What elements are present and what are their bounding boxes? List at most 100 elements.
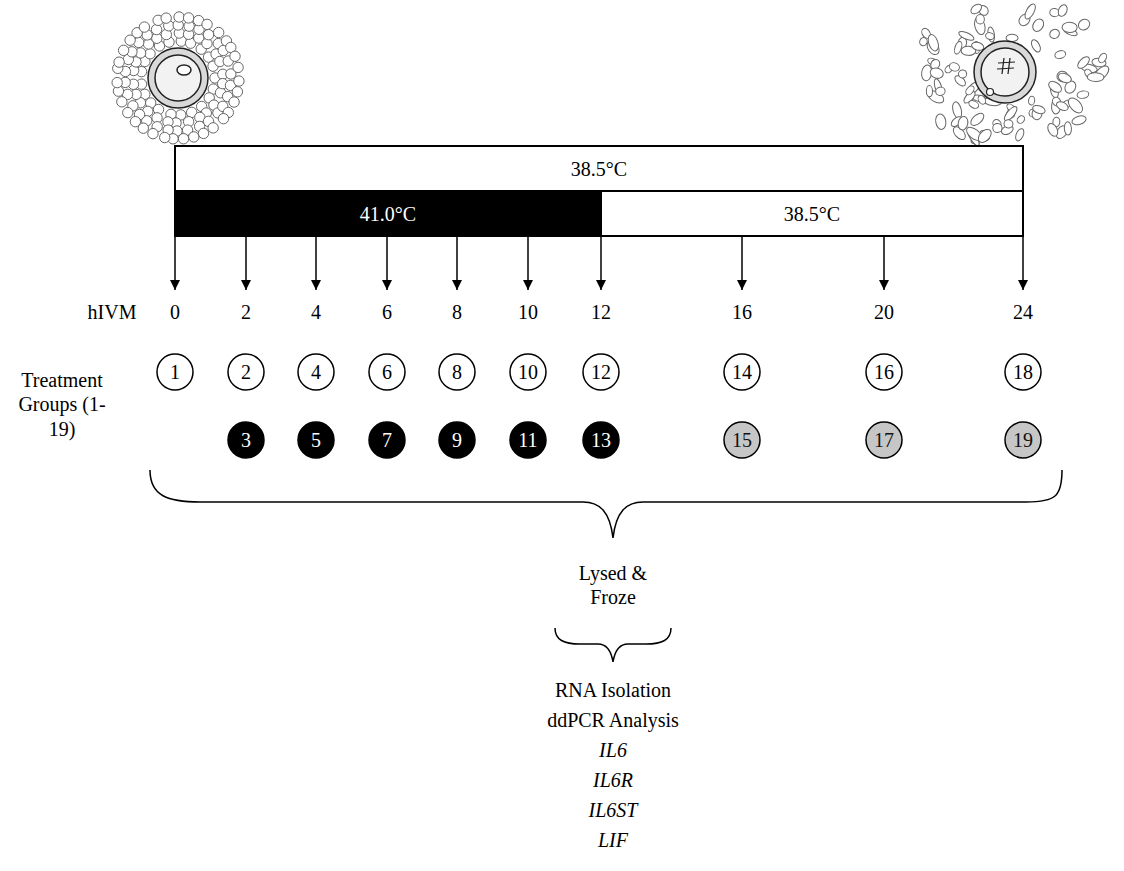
cumulus-cell bbox=[123, 107, 133, 117]
group-number: 2 bbox=[241, 360, 251, 384]
time-arrow bbox=[1022, 237, 1024, 290]
cumulus-cell bbox=[139, 22, 149, 32]
circle-shape bbox=[369, 422, 405, 458]
heat-stress-bar: 41.0°C bbox=[174, 190, 602, 237]
time-arrow bbox=[386, 237, 388, 290]
control-group-circle: 1 bbox=[156, 353, 194, 391]
cumulus-cell bbox=[976, 127, 994, 145]
group-number: 16 bbox=[874, 360, 894, 384]
heat-stress-group-circle: 3 bbox=[227, 421, 265, 459]
cumulus-cell bbox=[969, 111, 986, 128]
hour-label: 20 bbox=[874, 300, 894, 324]
time-arrow bbox=[883, 237, 885, 290]
zona-pellucida bbox=[148, 48, 208, 108]
control-group-circle: 2 bbox=[227, 353, 265, 391]
row-title: Treatment Groups (1-19) bbox=[14, 368, 110, 441]
gene-name: IL6 bbox=[599, 738, 627, 762]
cumulus-cell bbox=[230, 51, 240, 61]
time-arrow bbox=[456, 237, 458, 290]
circle-shape bbox=[510, 354, 546, 390]
group-number: 9 bbox=[452, 428, 462, 452]
cumulus-cell bbox=[130, 116, 140, 126]
group-number: 12 bbox=[591, 360, 611, 384]
cumulus-cell bbox=[1066, 95, 1086, 115]
cumulus-cell bbox=[1071, 114, 1087, 126]
cumulus-cell bbox=[968, 99, 980, 110]
circle-shape bbox=[724, 354, 760, 390]
group-number: 3 bbox=[241, 428, 251, 452]
gene-name: LIF bbox=[598, 828, 628, 852]
ooplasm bbox=[155, 55, 201, 101]
process-step: Lysed & Froze bbox=[568, 561, 658, 610]
cumulus-cell bbox=[929, 66, 945, 79]
compact-coc-illustration bbox=[112, 12, 244, 144]
cumulus-cell bbox=[234, 76, 244, 86]
cumulus-cell bbox=[1097, 52, 1108, 64]
group-number: 18 bbox=[1013, 360, 1033, 384]
cumulus-cell bbox=[1062, 22, 1077, 33]
cumulus-cell bbox=[935, 86, 946, 96]
cumulus-cell bbox=[1028, 96, 1035, 105]
circle-shape bbox=[439, 422, 475, 458]
circle-shape bbox=[439, 354, 475, 390]
heat-stress-group-circle: 7 bbox=[368, 421, 406, 459]
cumulus-cell bbox=[203, 29, 213, 39]
group-number: 1 bbox=[170, 360, 180, 384]
cumulus-cell bbox=[958, 69, 967, 78]
temperature-label: 38.5°C bbox=[176, 157, 1022, 181]
time-arrow bbox=[741, 237, 743, 290]
cumulus-cell bbox=[1057, 3, 1069, 17]
cumulus-cell bbox=[189, 132, 199, 142]
cumulus-cell bbox=[213, 27, 223, 37]
time-arrow bbox=[315, 237, 317, 290]
cumulus-cell bbox=[161, 13, 171, 23]
recovery-group-circle: 19 bbox=[1004, 421, 1042, 459]
group-number: 11 bbox=[518, 428, 537, 452]
control-group-circle: 8 bbox=[438, 353, 476, 391]
cumulus-cell bbox=[233, 62, 243, 72]
hour-label: 12 bbox=[591, 300, 611, 324]
circle-shape bbox=[1005, 354, 1041, 390]
control-group-circle: 16 bbox=[865, 353, 903, 391]
group-number: 15 bbox=[732, 428, 752, 452]
control-group-circle: 4 bbox=[297, 353, 335, 391]
time-arrows bbox=[175, 237, 1023, 290]
group-number: 19 bbox=[1013, 428, 1033, 452]
cumulus-cell bbox=[208, 123, 218, 133]
cumulus-cell bbox=[953, 41, 963, 55]
control-temperature-bar: 38.5°C bbox=[600, 190, 1024, 237]
hour-label: 4 bbox=[311, 300, 321, 324]
heat-stress-group-circle: 11 bbox=[509, 421, 547, 459]
group-number: 10 bbox=[518, 360, 538, 384]
cumulus-cell bbox=[948, 61, 961, 72]
time-arrow bbox=[527, 237, 529, 290]
process-step: ddPCR Analysis bbox=[547, 708, 679, 732]
circle-shape bbox=[369, 354, 405, 390]
cumulus-cell bbox=[148, 128, 158, 138]
cumulus-cell bbox=[160, 132, 170, 142]
hour-label: 6 bbox=[382, 300, 392, 324]
cumulus-cell bbox=[926, 33, 940, 52]
cumulus-cell bbox=[926, 86, 932, 97]
group-number: 7 bbox=[382, 428, 392, 452]
cumulus-cell bbox=[1057, 71, 1073, 84]
axis-title: hIVM bbox=[88, 300, 137, 324]
grouping-brace bbox=[150, 470, 1062, 538]
cumulus-cell bbox=[218, 113, 228, 123]
cumulus-cell bbox=[1046, 122, 1060, 138]
time-arrow bbox=[174, 237, 176, 290]
group-number: 14 bbox=[732, 360, 752, 384]
hour-label: 2 bbox=[241, 300, 251, 324]
cumulus-cell bbox=[1016, 114, 1026, 125]
gene-name: IL6R bbox=[593, 768, 633, 792]
time-arrow bbox=[245, 237, 247, 290]
circle-shape bbox=[866, 354, 902, 390]
cumulus-cell bbox=[178, 134, 188, 144]
group-number: 5 bbox=[311, 428, 321, 452]
circle-shape bbox=[298, 422, 334, 458]
cumulus-cell bbox=[985, 32, 995, 41]
cumulus-cell bbox=[1047, 79, 1064, 95]
gene-name: IL6ST bbox=[589, 798, 638, 822]
expanded-coc-illustration bbox=[919, 2, 1112, 147]
circle-shape bbox=[583, 422, 619, 458]
